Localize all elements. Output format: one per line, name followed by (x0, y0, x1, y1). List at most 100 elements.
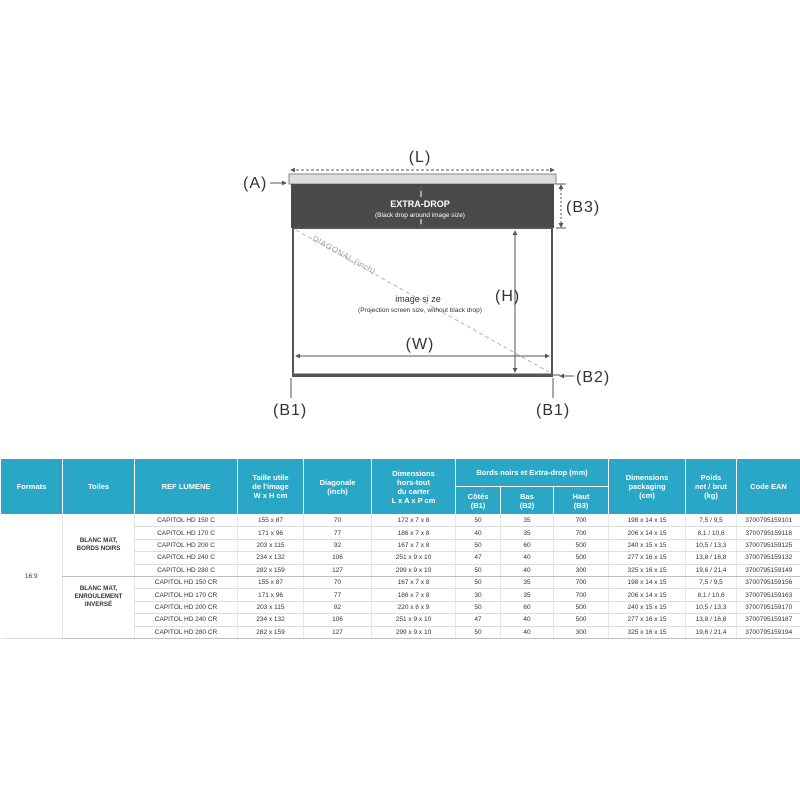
cell-bas: 35 (500, 526, 554, 540)
cell-packaging: 277 x 16 x 15 (608, 551, 686, 565)
table-row: CAPITOL HD 200 CR 203 x 115 92 220 x 8 x… (1, 601, 800, 615)
cell-diagonale: 92 (303, 539, 372, 553)
cell-taille: 234 x 132 (237, 551, 304, 565)
table-row: CAPITOL HD 170 CR 171 x 96 77 186 x 7 x … (1, 588, 800, 602)
table-row: 16:9 BLANC MAT, BORDS NOIRS CAPITOL HD 1… (0, 514, 800, 639)
cell-haut: 700 (552, 514, 609, 528)
cell-bas: 40 (500, 613, 554, 627)
cell-dimensions: 167 x 7 x 8 (371, 539, 456, 553)
cell-taille: 234 x 132 (237, 613, 304, 627)
header-packaging-line2: packaging (628, 482, 666, 491)
cell-dimensions: 172 x 7 x 8 (371, 514, 456, 528)
cell-dimensions: 220 x 8 x 9 (371, 601, 456, 615)
header-poids: Poids net / brut (kg) (685, 458, 738, 515)
header-poids-line2: net / brut (694, 482, 728, 491)
header-poids-line1: Poids (700, 473, 722, 482)
cell-ref: CAPITOL HD 200 CR (134, 601, 238, 615)
header-dimensions-line3: du carter (397, 486, 430, 496)
cell-packaging: 206 x 14 x 15 (608, 588, 686, 602)
format-cell: 16:9 (0, 514, 63, 639)
screen-housing (288, 173, 557, 185)
cell-haut: 500 (552, 613, 609, 627)
cell-ref: CAPITOL HD 240 CR (134, 613, 238, 627)
b2-label: (B2) (576, 369, 610, 386)
header-haut-line2: (B3) (573, 500, 589, 510)
image-size-subtitle: (Projection screen size, without black d… (358, 307, 482, 314)
header-taille-line3: W x H cm (253, 491, 288, 500)
cell-ref: CAPITOL HD 150 CR (134, 576, 238, 590)
extra-drop-band (291, 184, 554, 228)
cell-cotes: 40 (455, 526, 501, 540)
cell-taille: 155 x 87 (237, 514, 304, 528)
cell-ean: 3700795159194 (736, 626, 800, 639)
cell-haut: 500 (552, 601, 609, 615)
cell-diagonale: 70 (303, 514, 372, 528)
cell-taille: 171 x 96 (237, 526, 304, 540)
b1-right-label: (B1) (536, 402, 570, 419)
cell-packaging: 198 x 14 x 15 (608, 576, 686, 590)
header-packaging: Dimensions packaging (cm) (608, 458, 687, 515)
cell-haut: 700 (552, 576, 609, 590)
cell-bas: 40 (500, 551, 554, 565)
specifications-table: Formats Toiles REF LUMENE Taille utile d… (0, 458, 800, 639)
cell-packaging: 240 x 15 x 15 (608, 539, 686, 553)
header-diagonale-line1: Diagonale (319, 477, 356, 487)
cell-ref: CAPITOL HD 170 C (134, 526, 238, 540)
header-packaging-line3: (cm) (639, 491, 655, 500)
cell-ean: 3700795159156 (736, 576, 800, 590)
cell-bas: 60 (500, 539, 554, 553)
cell-diagonale: 106 (303, 613, 372, 627)
toile-line2: BORDS NOIRS (76, 545, 121, 553)
cell-diagonale: 127 (303, 564, 372, 577)
cell-cotes: 50 (455, 564, 501, 577)
table-row: CAPITOL HD 170 C 171 x 96 77 186 x 7 x 8… (1, 526, 800, 540)
cell-bas: 40 (500, 564, 554, 577)
cell-cotes: 50 (455, 601, 501, 615)
cell-poids: 13,8 / 16,8 (685, 613, 737, 627)
cell-poids: 19,6 / 21,4 (685, 564, 737, 577)
header-haut-line1: Haut (572, 491, 590, 501)
cell-diagonale: 127 (303, 626, 372, 639)
cell-packaging: 325 x 16 x 15 (608, 626, 686, 639)
cell-bas: 35 (500, 514, 554, 528)
cell-ref: CAPITOL HD 280 CR (134, 626, 238, 639)
header-dimensions: Dimensions hors-tout du carter L x A x P… (371, 458, 456, 515)
table-row: CAPITOL HD 280 C 282 x 159 127 299 x 9 x… (1, 564, 800, 577)
cell-ref: CAPITOL HD 240 C (134, 551, 238, 565)
cell-ean: 3700795159187 (736, 613, 800, 627)
length-label: (L) (409, 149, 432, 166)
cell-diagonale: 77 (303, 526, 372, 540)
header-taille-line2: de l'image (252, 482, 289, 491)
cell-diagonale: 106 (303, 551, 372, 565)
cell-ean: 3700795159132 (736, 551, 800, 565)
cell-bas: 40 (500, 626, 554, 639)
cell-ean: 3700795159149 (736, 564, 800, 577)
cell-taille: 282 x 159 (237, 564, 304, 577)
header-cotes: Côtés (B1) (455, 486, 501, 515)
cell-haut: 500 (552, 539, 609, 553)
cell-ean: 3700795159125 (736, 539, 800, 553)
diagonal-line (295, 229, 550, 373)
cell-ean: 3700795159118 (736, 526, 800, 540)
b1-left-label: (B1) (273, 402, 307, 419)
toile-line3: INVERSÉ (84, 600, 113, 608)
cell-packaging: 277 x 16 x 15 (608, 613, 686, 627)
header-bords: Bords noirs et Extra-drop (mm) (454, 458, 610, 487)
housing-label: (A) (243, 175, 267, 192)
cell-dimensions: 251 x 9 x 10 (371, 551, 456, 565)
table-row: CAPITOL HD 240 C 234 x 132 106 251 x 9 x… (1, 551, 800, 565)
toile-line1: BLANC MAT, (79, 584, 118, 592)
header-dimensions-line2: hors-tout (397, 477, 430, 487)
cell-poids: 10,5 / 13,3 (685, 601, 737, 615)
cell-packaging: 198 x 14 x 15 (608, 514, 686, 528)
cell-taille: 282 x 159 (237, 626, 304, 639)
header-diagonale-line2: (inch) (327, 486, 348, 496)
table-row: CAPITOL HD 240 CR 234 x 132 106 251 x 9 … (1, 613, 800, 627)
cell-poids: 10,5 / 13,3 (685, 539, 737, 553)
header-cotes-line1: Côtés (467, 491, 489, 501)
header-haut: Haut (B3) (552, 486, 610, 515)
extra-drop-subtitle: (Black drop around image size) (375, 212, 465, 219)
cell-haut: 300 (552, 564, 609, 577)
header-taille-line1: Taille utile (252, 473, 289, 482)
table-row: CAPITOL HD 200 C 203 x 115 92 167 x 7 x … (1, 539, 800, 553)
